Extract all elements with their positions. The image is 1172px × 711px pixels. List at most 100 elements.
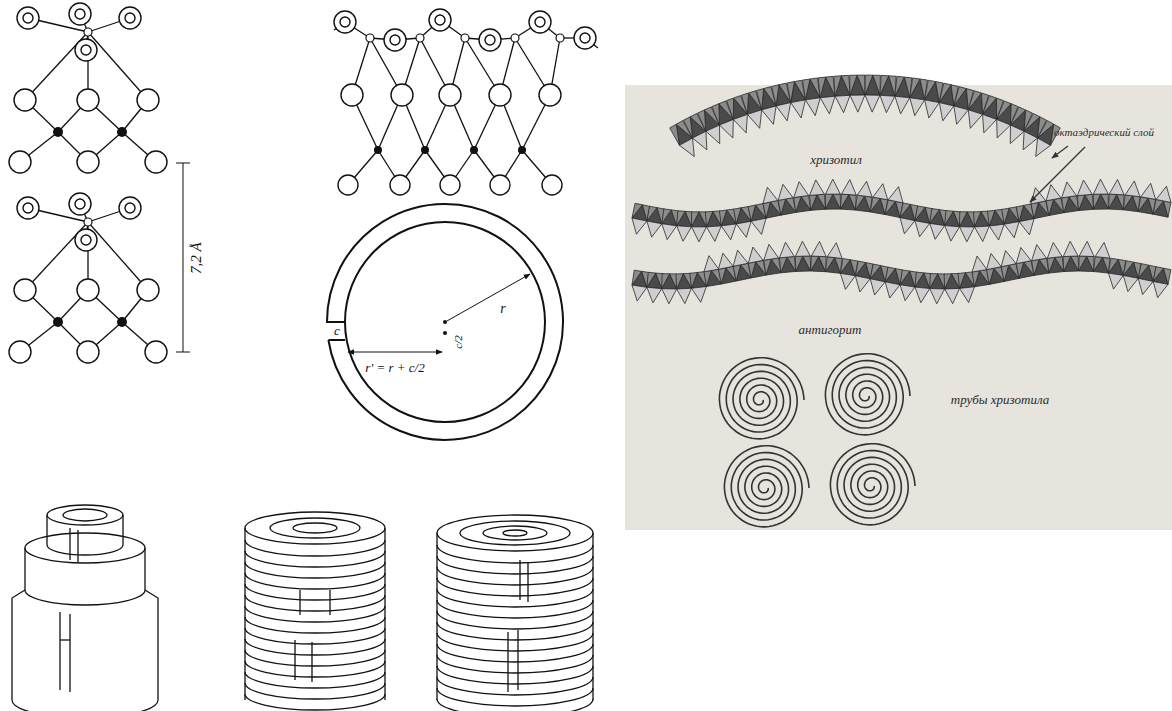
polyhedron: [676, 274, 683, 289]
magnesium-atom: [511, 34, 519, 42]
polyhedron: [763, 187, 778, 203]
cylinder-band: [437, 556, 593, 574]
cylinder-edge: [299, 590, 300, 615]
oxygen-atom: [489, 84, 511, 106]
radius-formula: r' = r + c/2: [365, 361, 424, 375]
polyhedron: [693, 131, 707, 150]
polyhedron: [825, 194, 832, 209]
polyhedron: [794, 182, 809, 198]
magnesium-atom: [461, 34, 469, 42]
cylinder-top: [47, 505, 123, 525]
cylinder-band: [437, 545, 593, 563]
polyhedron: [1036, 138, 1051, 156]
polyhedron: [1046, 185, 1061, 201]
hydroxyl-atom: [23, 13, 33, 23]
polyhedron: [850, 95, 865, 112]
polyhedron: [925, 100, 940, 118]
polyhedron: [748, 262, 755, 278]
polyhedron: [986, 253, 1001, 269]
polyhedron: [840, 259, 850, 274]
oxygen-atom: [9, 341, 31, 363]
spiral-inner: [345, 222, 545, 422]
cylinder-top: [437, 515, 593, 551]
polyhedron: [736, 221, 751, 237]
polyhedron: [1094, 257, 1103, 272]
polyhedron: [1077, 195, 1084, 211]
polyhedron: [1153, 267, 1163, 282]
layer-name: октаэдрический слой: [1054, 126, 1154, 138]
centre-dot: [443, 331, 447, 335]
polyhedron: [827, 243, 842, 259]
polyhedron: [865, 75, 880, 95]
polyhedron: [865, 75, 873, 95]
polyhedron: [819, 256, 826, 271]
oxygen-atom: [145, 341, 167, 363]
polyhedron: [779, 242, 794, 258]
silicon-atom: [117, 317, 127, 327]
polyhedron: [1101, 194, 1109, 209]
polyhedron: [647, 206, 657, 221]
offset-label: c/2: [452, 335, 464, 348]
polyhedron: [647, 272, 656, 287]
polyhedron: [1001, 265, 1008, 281]
cylinder-body: [12, 590, 158, 711]
chrysotile-tube: [830, 444, 915, 525]
radius-label: r: [500, 301, 505, 316]
polyhedron: [1010, 125, 1024, 144]
polyhedron: [825, 179, 840, 194]
polyhedron: [945, 274, 960, 289]
polyhedron: [1037, 121, 1053, 138]
leader-arrow: [1030, 147, 1085, 202]
cylinder-band: [437, 567, 593, 585]
cylinder-edge: [329, 590, 330, 615]
polyhedron: [857, 181, 872, 197]
polyhedron: [900, 270, 910, 285]
polyhedron: [692, 212, 699, 227]
polyhedron: [930, 289, 945, 304]
polyhedron: [1123, 195, 1132, 210]
polyhedron: [840, 273, 855, 289]
cylinder-band: [437, 688, 593, 706]
polyhedron: [833, 194, 841, 209]
oxygen-atom: [77, 279, 99, 301]
polyhedron: [930, 223, 945, 239]
polyhedron: [1024, 113, 1040, 131]
cylinder-band: [245, 650, 385, 666]
cylinder-band: [47, 545, 123, 555]
polyhedron: [850, 75, 857, 95]
oxygen-atom: [14, 279, 36, 301]
polyhedron: [690, 272, 697, 288]
cylinder-top: [245, 512, 385, 544]
oxygen-atom: [390, 175, 410, 195]
polyhedron: [1032, 259, 1039, 275]
oxygen-atom: [338, 175, 358, 195]
polyhedron: [632, 285, 647, 301]
cylinder-top: [503, 530, 527, 536]
polyhedron: [895, 96, 910, 114]
polyhedron: [915, 221, 930, 237]
polyhedron: [870, 197, 880, 212]
hydroxyl-atom: [69, 193, 91, 215]
polyhedron: [1087, 256, 1094, 271]
cylinder-band: [437, 611, 593, 629]
polyhedron: [986, 268, 993, 284]
cylinder-edge: [527, 562, 528, 602]
cylinder-top: [460, 521, 570, 545]
polyhedron: [900, 203, 910, 218]
polyhedron: [817, 194, 826, 209]
polyhedron: [712, 104, 720, 125]
cylinder-edge: [46, 515, 47, 545]
polyhedron: [796, 256, 811, 271]
polyhedron: [706, 226, 721, 241]
polyhedron: [747, 110, 761, 128]
polyhedron: [1117, 194, 1124, 209]
polyhedron: [704, 270, 711, 286]
dimension-label: 7,2 Å: [188, 242, 205, 274]
polyhedron: [997, 119, 1011, 138]
radius-arrow: [447, 274, 530, 321]
cylinder-band: [437, 600, 593, 618]
hydroxyl-atom: [75, 229, 97, 251]
chrysotile-tube: [724, 446, 809, 527]
hydroxyl-atom: [429, 9, 451, 31]
